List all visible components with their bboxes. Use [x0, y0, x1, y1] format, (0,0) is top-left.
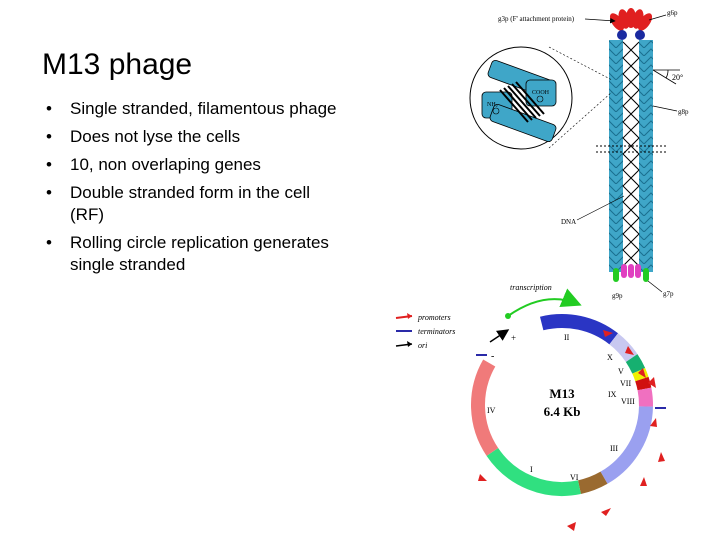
inset-nh2-label: NH₂: [487, 102, 498, 108]
gene-label-ii: II: [564, 333, 570, 342]
phage-diagram: 20° g3p (F' attachment protein) g6p g8p …: [469, 8, 689, 300]
g7p-label: g7p: [663, 290, 674, 298]
gene-label-v: V: [618, 367, 624, 376]
genome-ring: [471, 314, 653, 496]
coat-wall-left: [609, 40, 623, 272]
angle-label: 20°: [672, 73, 683, 82]
legend-terminators: terminators: [418, 327, 455, 336]
transcription-arrow: [507, 288, 582, 317]
gene-segment-vii: [632, 367, 649, 382]
coat-wall-right: [639, 40, 653, 272]
bullet-item: Rolling circle replication generates sin…: [42, 232, 342, 276]
gene-segment-ii: [539, 314, 619, 345]
g9p-label: g9p: [612, 292, 623, 300]
bullet-item: Double stranded form in the cell (RF): [42, 182, 342, 226]
genome-title: M13: [549, 386, 575, 401]
plus-strand-label: +: [511, 333, 516, 343]
transcription-label: transcription: [510, 283, 552, 292]
gene-segment-x: [609, 333, 638, 363]
minus-strand-label: -: [491, 351, 494, 362]
bullet-item: Single stranded, filamentous phage: [42, 98, 342, 120]
genome-legend: promoters terminators ori: [395, 313, 455, 350]
dna-label: DNA: [561, 218, 576, 226]
gene-label-ix: IX: [608, 390, 617, 399]
gene-label-vii: VII: [620, 379, 631, 388]
gene-segment-iii: [600, 406, 653, 484]
gene-label-iii: III: [610, 444, 618, 453]
bullet-item: Does not lyse the cells: [42, 126, 342, 148]
gene-segment-iv: [471, 359, 499, 456]
g6p-cap: [609, 8, 653, 40]
gene-label-iv: IV: [487, 406, 496, 415]
gene-label-i: I: [530, 465, 533, 474]
genome-map: promoters terminators ori transcription …: [395, 283, 666, 531]
promoter-arrows: [478, 330, 665, 531]
gene-segment-v: [625, 354, 646, 374]
gene-segment-i: [486, 447, 581, 496]
gene-segment-vi: [577, 471, 608, 495]
legend-promoters: promoters: [417, 313, 451, 322]
slide-title: M13 phage: [42, 48, 193, 81]
inset-cooh-label: COOH: [532, 90, 550, 96]
gene-label-viii: VIII: [621, 397, 635, 406]
bullet-list: Single stranded, filamentous phage Does …: [42, 98, 342, 282]
gene-label-x: X: [607, 353, 613, 362]
ori-arrow: [489, 329, 510, 343]
genome-size: 6.4 Kb: [544, 404, 581, 419]
dna-helix: [622, 41, 640, 267]
legend-ori: ori: [418, 341, 427, 350]
g6p-label: g6p: [667, 9, 678, 17]
bullet-item: 10, non overlaping genes: [42, 154, 342, 176]
g8p-label: g8p: [678, 108, 689, 116]
gene-segment-ix: [635, 376, 652, 391]
gene-label-vi: VI: [570, 473, 579, 482]
coat-protein-inset: NH₂ COOH: [469, 46, 573, 150]
g9p-g7p-tail: [613, 264, 649, 282]
g3p-label: g3p (F' attachment protein): [498, 15, 575, 23]
gene-segment-viii: [637, 387, 653, 407]
